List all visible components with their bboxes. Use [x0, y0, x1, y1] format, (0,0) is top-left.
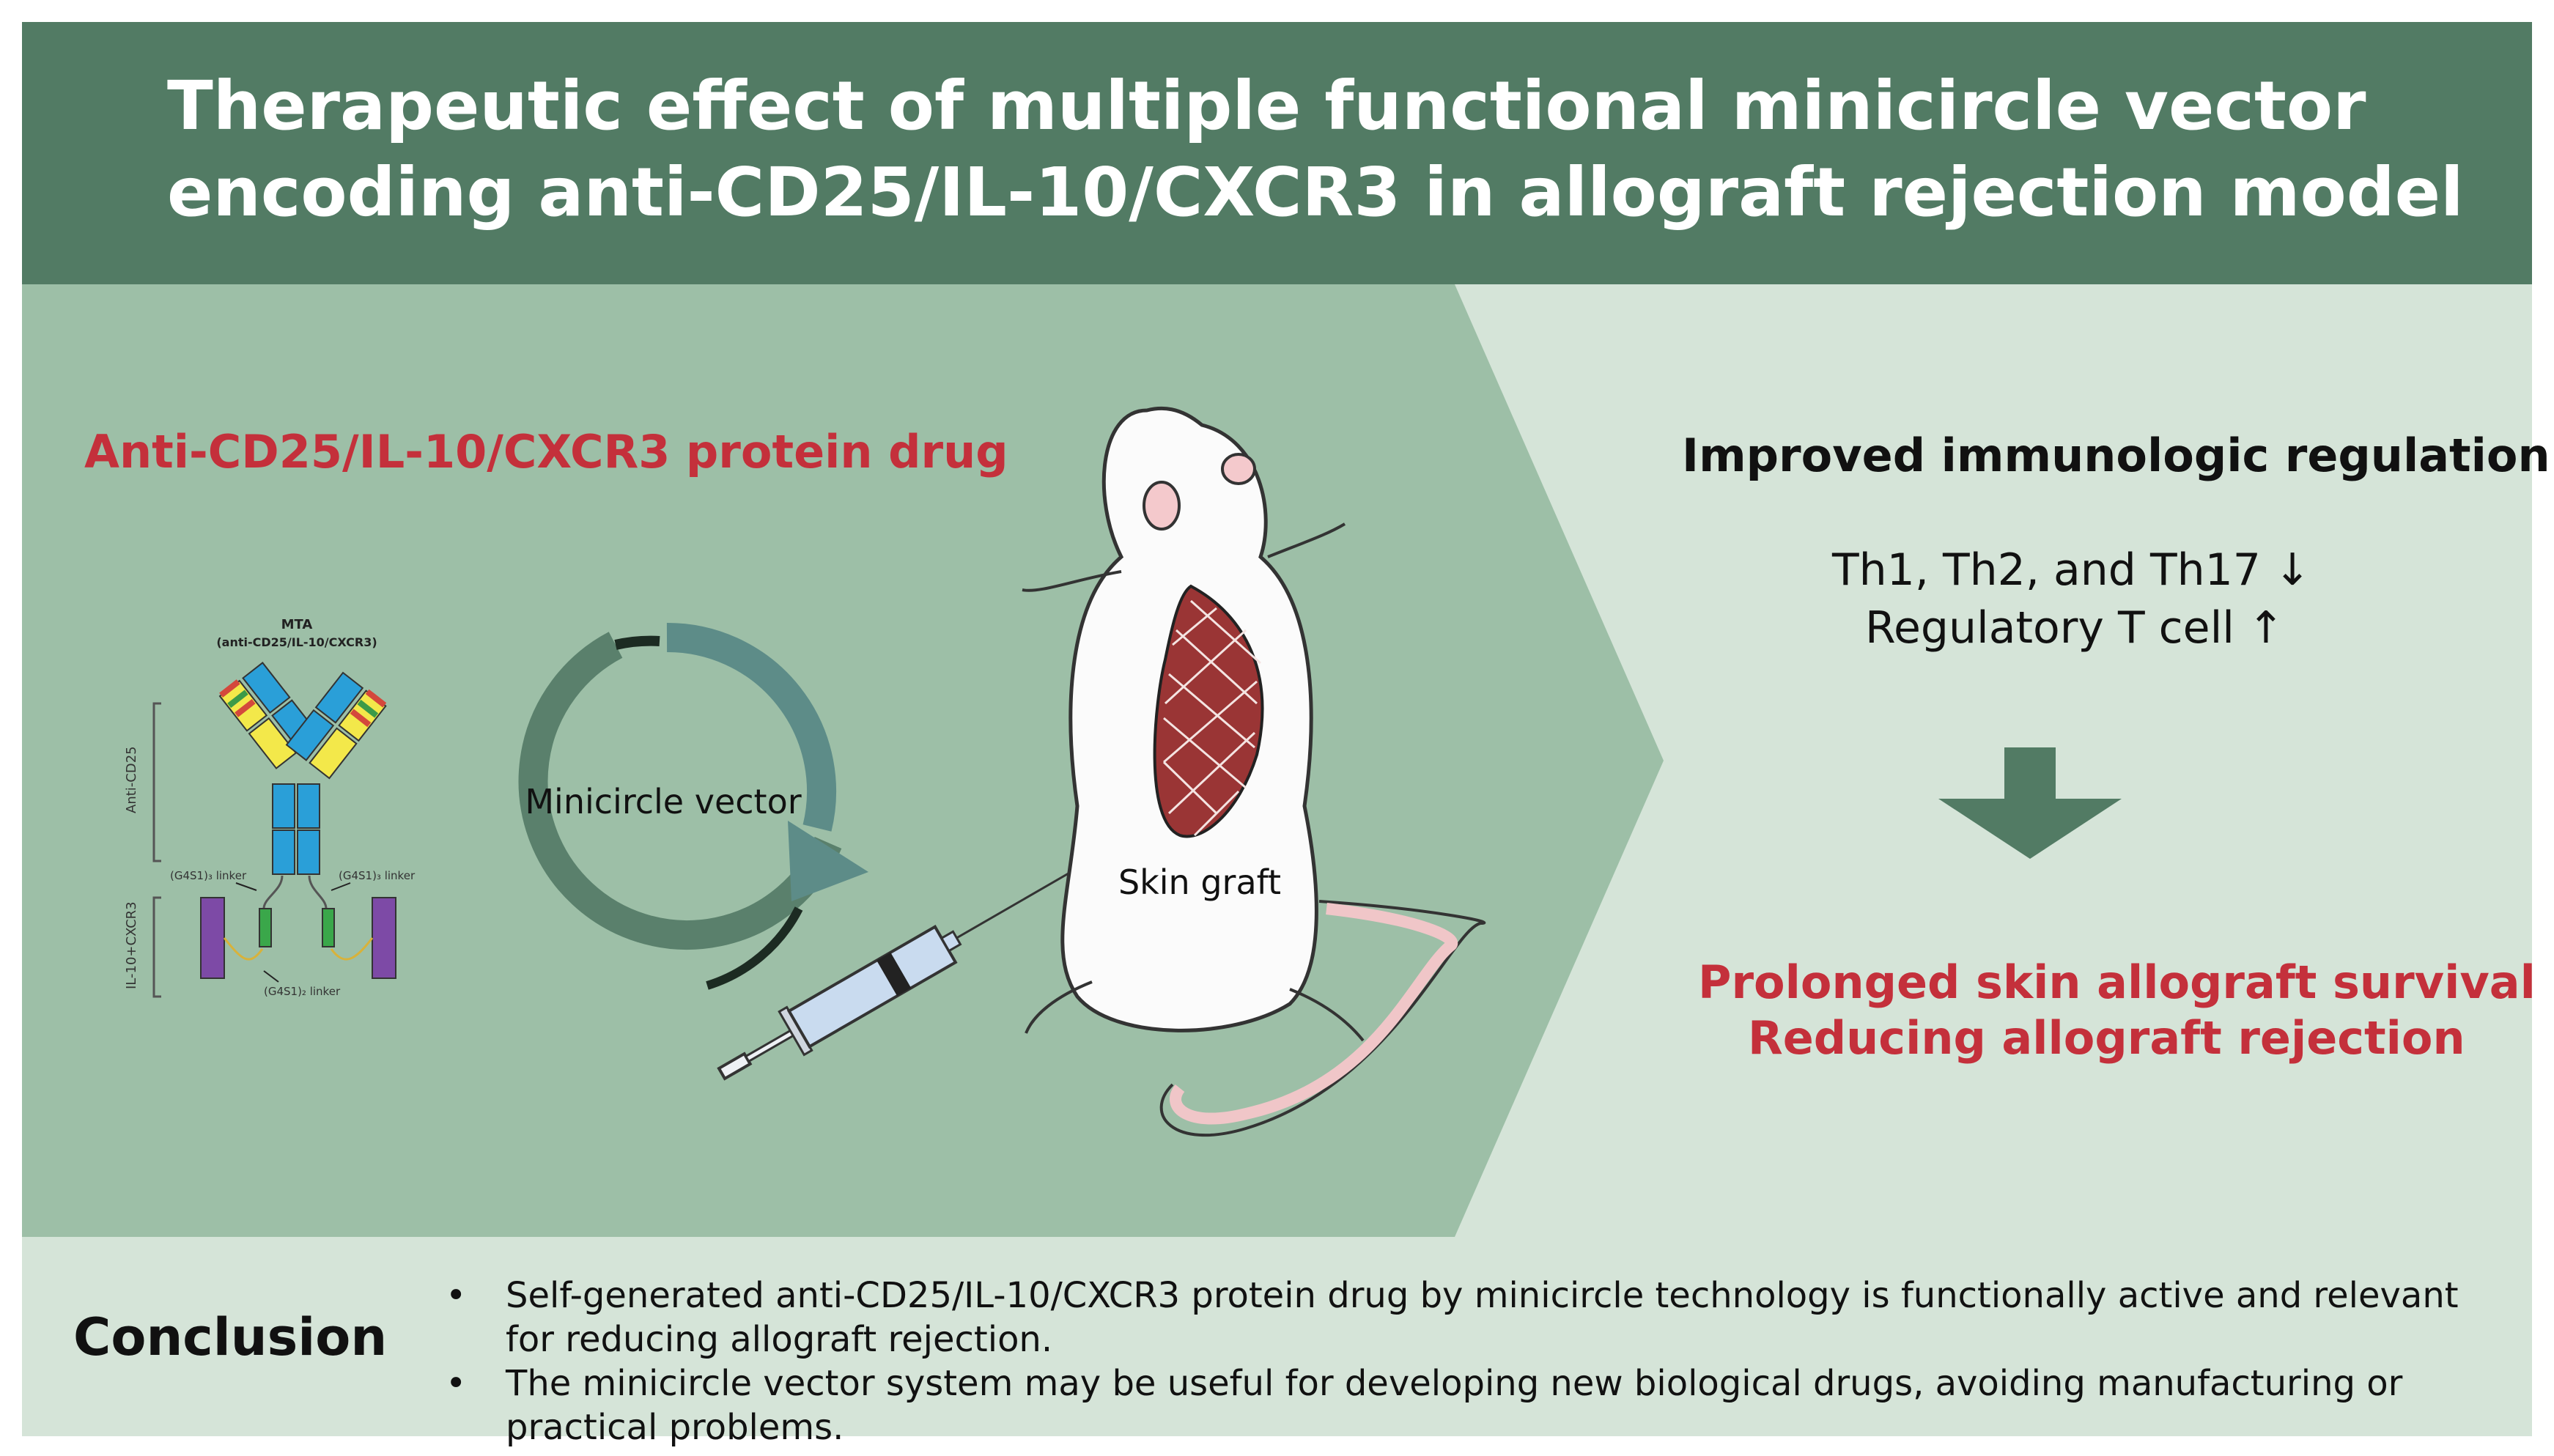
up-arrow-glyph: ↑ [2247, 602, 2285, 654]
conclusion-text-1: Self-generated anti-CD25/IL-10/CXCR3 pro… [506, 1275, 2459, 1360]
antibody-right-arm [285, 671, 387, 780]
anti-cd25-label: Anti-CD25 [124, 746, 139, 813]
bracket-anti-cd25 [152, 702, 161, 862]
th-text: Th1, Th2, and Th17 [1832, 544, 2261, 596]
conclusion-bullet-2: • The minicircle vector system may be us… [418, 1361, 2514, 1449]
rat-ear-right [1221, 453, 1256, 485]
vector-arc-dark [518, 632, 842, 950]
antibody-diagram: MTA (anti-CD25/IL-10/CXCR3) Anti-CD25 IL… [124, 617, 416, 998]
antibody-stem [272, 783, 320, 875]
treg-text: Regulatory T cell [1865, 602, 2234, 654]
rat-tail [1170, 903, 1458, 1125]
bracket-il10-cxcr3 [152, 896, 161, 998]
treg-line: Regulatory T cell↑ [1865, 602, 2284, 654]
down-arrow-icon [1938, 747, 2122, 859]
cxcr3-domain-right [372, 897, 396, 979]
linker-left-label: (G4S1)₃ linker [170, 869, 247, 882]
outcome-survival: Prolonged skin allograft survival [1698, 956, 2536, 1009]
skin-graft-label: Skin graft [1118, 862, 1281, 902]
rat-illustration [1022, 406, 1486, 1137]
syringe-icon [717, 860, 1091, 1081]
rat-ear-left [1143, 481, 1181, 531]
vector-arrowhead [788, 821, 868, 901]
mta-label: MTA [281, 617, 313, 632]
minicircle-vector [518, 622, 868, 990]
title-line-2: encoding anti-CD25/IL-10/CXCR3 in allogr… [167, 153, 2464, 232]
title-banner: Therapeutic effect of multiple functiona… [22, 22, 2532, 284]
th-line: Th1, Th2, and Th17↓ [1832, 544, 2311, 596]
bullet-dot: • [446, 1363, 467, 1404]
title-line-1: Therapeutic effect of multiple functiona… [167, 67, 2366, 145]
conclusion-bullet-1: • Self-generated anti-CD25/IL-10/CXCR3 p… [418, 1274, 2514, 1361]
conclusion-list: • Self-generated anti-CD25/IL-10/CXCR3 p… [418, 1274, 2514, 1449]
il10-domain-right [322, 908, 335, 947]
vector-arc-teal [666, 622, 837, 832]
skin-graft-patch [1153, 584, 1264, 838]
conclusion-panel: Conclusion • Self-generated anti-CD25/IL… [22, 1237, 2532, 1448]
outcome-rejection: Reducing allograft rejection [1748, 1011, 2465, 1065]
down-arrow-glyph: ↓ [2273, 544, 2311, 596]
drug-title: Anti-CD25/IL-10/CXCR3 protein drug [84, 425, 1008, 478]
bullet-dot: • [446, 1275, 467, 1316]
conclusion-text-2: The minicircle vector system may be usef… [506, 1363, 2403, 1448]
minicircle-label: Minicircle vector [525, 782, 801, 821]
linker-bottom-label: (G4S1)₂ linker [264, 985, 341, 998]
linker-right-label: (G4S1)₃ linker [339, 869, 416, 882]
il10-domain-left [259, 908, 272, 947]
cxcr3-domain-left [200, 897, 225, 979]
immuno-regulation-heading: Improved immunologic regulation [1682, 429, 2550, 482]
il10-cxcr3-label: IL-10+CXCR3 [124, 901, 139, 989]
mta-sub-label: (anti-CD25/IL-10/CXCR3) [216, 635, 377, 649]
conclusion-heading: Conclusion [73, 1307, 388, 1367]
